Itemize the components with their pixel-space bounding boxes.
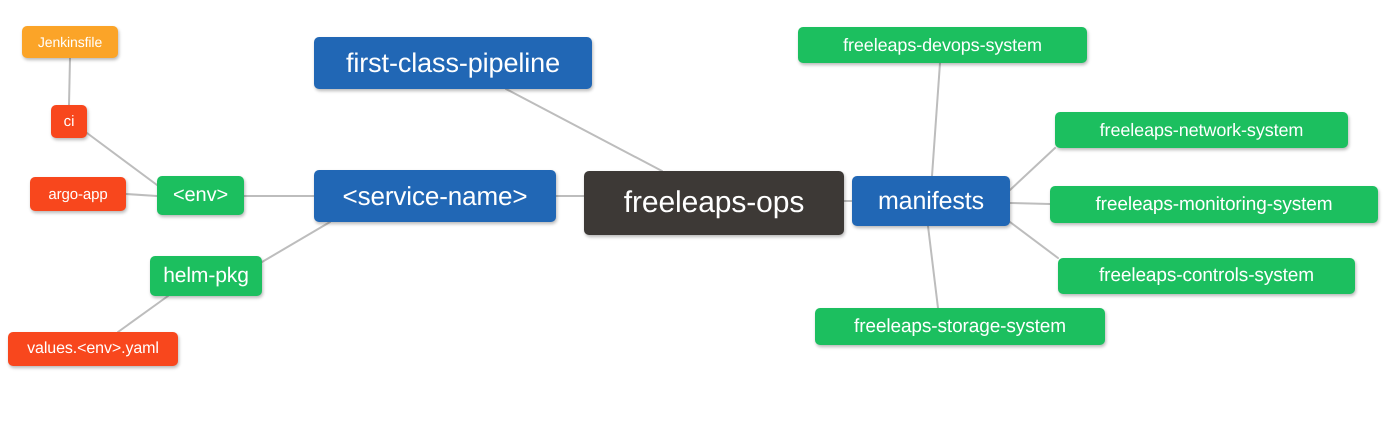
node-label-devops: freeleaps-devops-system (843, 34, 1042, 55)
node-values-yaml[interactable]: values.<env>.yaml (8, 332, 178, 366)
node-env[interactable]: <env> (157, 176, 244, 215)
node-label-ci: ci (63, 113, 75, 130)
edge-monitoring-to-manifests (1009, 202, 1051, 205)
edge-helm-pkg-to-values-yaml (117, 295, 169, 333)
node-network[interactable]: freeleaps-network-system (1055, 112, 1348, 148)
node-label-argo-app: argo-app (48, 185, 108, 203)
node-storage[interactable]: freeleaps-storage-system (815, 308, 1105, 345)
edge-service-name-to-helm-pkg (261, 221, 331, 263)
node-monitoring[interactable]: freeleaps-monitoring-system (1050, 186, 1378, 223)
node-label-controls: freeleaps-controls-system (1098, 265, 1315, 286)
node-root[interactable]: freeleaps-ops (584, 171, 844, 235)
edge-network-to-manifests (1009, 147, 1056, 191)
node-ci[interactable]: ci (51, 105, 87, 138)
edge-jenkinsfile-to-ci (68, 57, 71, 106)
node-helm-pkg[interactable]: helm-pkg (150, 256, 262, 296)
node-label-storage: freeleaps-storage-system (854, 315, 1066, 337)
node-label-pipeline: first-class-pipeline (345, 47, 561, 78)
edge-devops-to-manifests (931, 62, 941, 177)
node-devops[interactable]: freeleaps-devops-system (798, 27, 1087, 63)
node-label-service-name: <service-name> (342, 180, 528, 211)
node-label-env: <env> (172, 184, 229, 206)
node-controls[interactable]: freeleaps-controls-system (1058, 258, 1355, 294)
node-label-root: freeleaps-ops (623, 186, 805, 219)
node-label-values-yaml: values.<env>.yaml (27, 340, 159, 357)
edge-argo-app-to-env (125, 193, 158, 197)
edge-pipeline-to-root (505, 88, 663, 172)
node-label-network: freeleaps-network-system (1099, 119, 1304, 140)
node-label-monitoring: freeleaps-monitoring-system (1095, 193, 1333, 215)
node-service-name[interactable]: <service-name> (314, 170, 556, 222)
node-argo-app[interactable]: argo-app (30, 177, 126, 211)
node-jenkinsfile[interactable]: Jenkinsfile (22, 26, 118, 58)
node-pipeline[interactable]: first-class-pipeline (314, 37, 592, 89)
node-label-helm-pkg: helm-pkg (163, 264, 249, 287)
edge-storage-to-manifests (927, 225, 939, 309)
edge-controls-to-manifests (1009, 221, 1059, 259)
node-manifests[interactable]: manifests (852, 176, 1010, 226)
node-label-manifests: manifests (877, 186, 985, 215)
node-label-jenkinsfile: Jenkinsfile (37, 34, 103, 50)
